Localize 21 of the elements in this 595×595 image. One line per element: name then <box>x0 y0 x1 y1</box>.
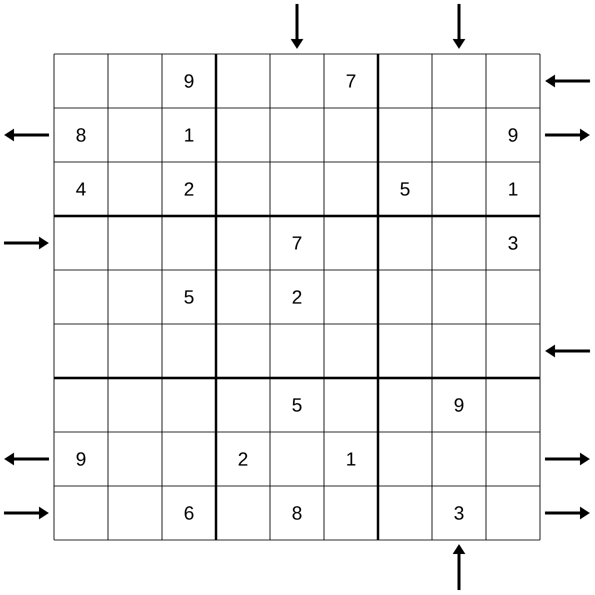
cell-digit: 3 <box>454 506 464 520</box>
cell-digit: 1 <box>185 128 194 142</box>
cell-digit: 2 <box>238 452 248 466</box>
cell-digit: 6 <box>184 506 194 520</box>
cell-digit: 8 <box>292 506 302 520</box>
cell-digit: 7 <box>346 74 356 88</box>
cell-digit: 4 <box>76 182 86 196</box>
cell-digit: 5 <box>292 398 302 412</box>
cell-digit: 1 <box>509 182 518 196</box>
cell-digit: 5 <box>400 182 410 196</box>
cell-digit: 2 <box>184 182 194 196</box>
cell-digit: 8 <box>76 128 86 142</box>
cell-digit: 9 <box>508 128 518 142</box>
cell-digit: 9 <box>76 452 86 466</box>
cell-digit: 7 <box>292 236 302 250</box>
cell-digit: 9 <box>184 74 194 88</box>
cell-digit: 3 <box>508 236 518 250</box>
cell-digit: 9 <box>454 398 464 412</box>
cell-digit: 2 <box>292 290 302 304</box>
cell-digit: 5 <box>184 290 194 304</box>
cell-digit: 1 <box>347 452 356 466</box>
